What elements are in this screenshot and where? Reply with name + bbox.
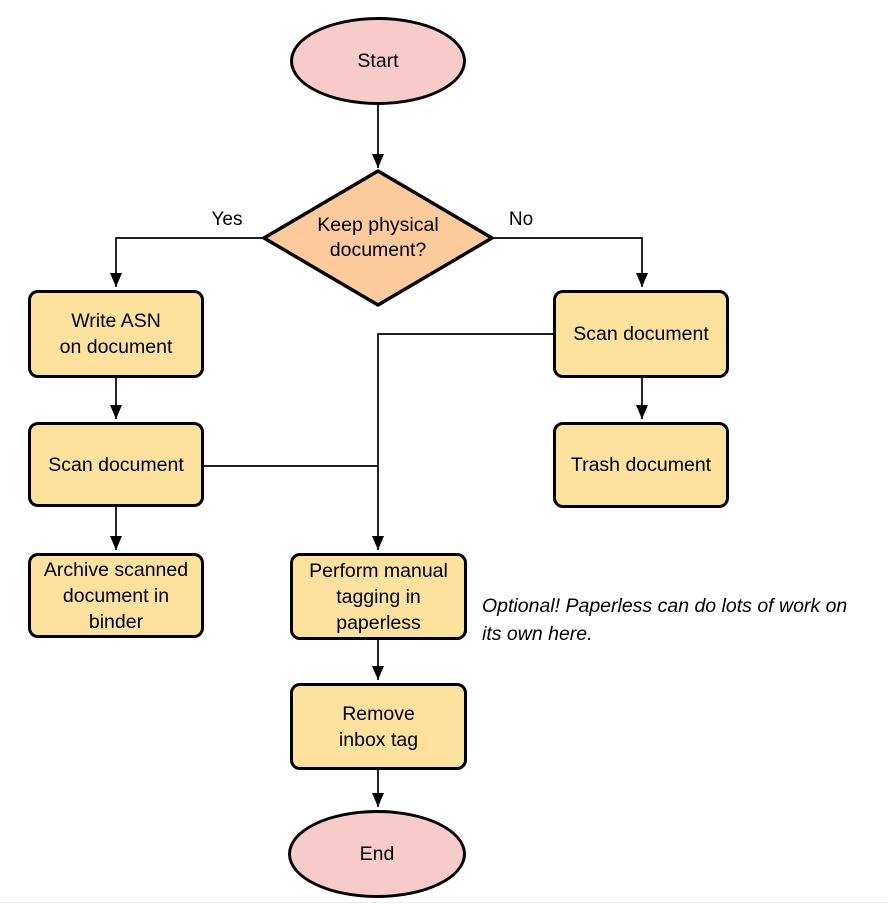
node-end-label: End (359, 843, 395, 865)
node-start: Start (290, 17, 466, 105)
node-perform-manual-tagging: Perform manual tagging in paperless (290, 553, 467, 640)
node-write-asn-on-document: Write ASN on document (28, 290, 204, 378)
node-archive-scanned-document: Archive scanned document in binder (28, 553, 204, 638)
edge-scan-right-to-tagging (372, 333, 553, 550)
node-remove-inbox-tag: Remove inbox tag (290, 683, 467, 770)
annotation-note: Optional! Paperless can do lots of work … (482, 595, 848, 645)
node-scan-document-left: Scan document (28, 422, 204, 507)
node-tagging-label: Perform manual tagging in paperless (309, 559, 448, 634)
node-trash-document: Trash document (553, 422, 729, 508)
edge-label-yes: Yes (211, 209, 243, 230)
bottom-divider (0, 902, 888, 903)
node-decision-label: Keep physical document? (317, 214, 439, 261)
node-remove-inbox-label: Remove inbox tag (338, 702, 419, 751)
edge-decision-yes-to-write-asn (110, 237, 264, 287)
edge-decision-no-to-scan-right (492, 237, 648, 287)
node-scan-document-right: Scan document (553, 290, 729, 378)
node-decision-keep-physical-document: Keep physical document? (264, 171, 492, 305)
node-trash-label: Trash document (570, 454, 712, 476)
node-start-label: Start (357, 50, 399, 72)
node-archive-label: Archive scanned document in binder (43, 558, 189, 633)
node-scan-left-label: Scan document (48, 453, 184, 476)
node-end: End (288, 810, 466, 898)
node-write-asn-label: Write ASN on document (59, 310, 173, 358)
node-scan-right-label: Scan document (573, 323, 709, 345)
edge-label-no: No (508, 209, 534, 230)
decision-diamond-shape (262, 169, 494, 307)
